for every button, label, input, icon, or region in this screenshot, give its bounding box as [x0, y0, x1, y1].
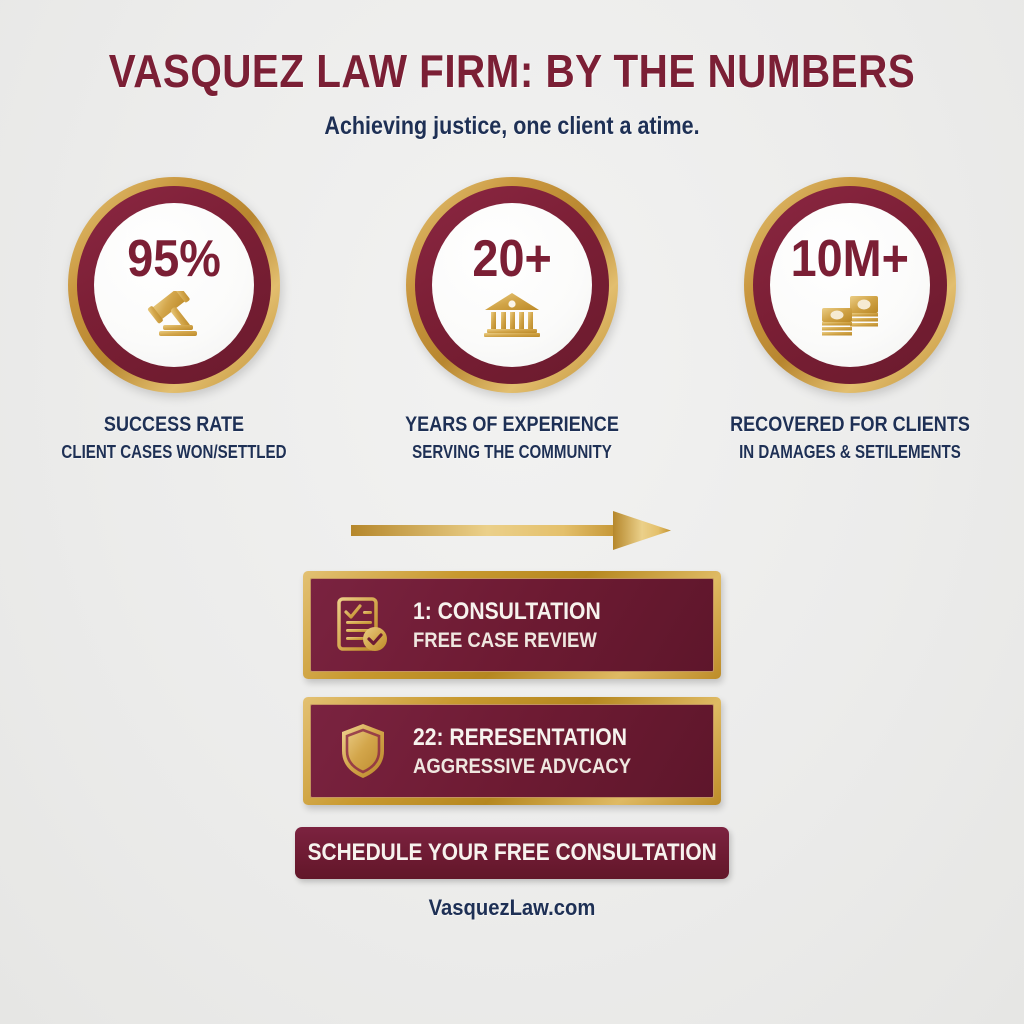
- stat-ring-recovered: 10M+: [744, 177, 956, 393]
- shield-icon: [335, 721, 391, 781]
- ring-face: 10M+: [770, 203, 930, 367]
- stat-card-success-rate: 95%: [34, 177, 314, 463]
- process-step-title: 1: CONSULTATION: [413, 597, 601, 625]
- website-footer[interactable]: VasquezLaw.com: [428, 895, 596, 920]
- right-arrow-icon: [351, 511, 671, 550]
- process-step-representation[interactable]: 22: RERESENTATION AGGRESSIVE ADVCACY: [303, 697, 721, 805]
- gavel-icon: [143, 291, 205, 337]
- checklist-check-icon: [335, 596, 391, 654]
- stat-card-years-experience: 20+: [372, 177, 652, 463]
- process-step-consultation[interactable]: 1: CONSULTATION FREE CASE REVIEW: [303, 571, 721, 679]
- page-title: VASQUEZ LAW FIRM: BY THE NUMBERS: [108, 45, 916, 97]
- stat-label: YEARS OF EXPERIENCE: [405, 413, 619, 436]
- stat-sublabel: IN DAMAGES & SETILEMENTS: [739, 442, 961, 462]
- process-steps: 1: CONSULTATION FREE CASE REVIEW: [0, 571, 1024, 805]
- stat-ring-years-experience: 20+: [406, 177, 618, 393]
- ring-outer-gold: 95%: [68, 177, 280, 393]
- process-step-inner: 1: CONSULTATION FREE CASE REVIEW: [310, 578, 714, 672]
- process-step-text: 1: CONSULTATION FREE CASE REVIEW: [413, 598, 626, 653]
- process-step-inner: 22: RERESENTATION AGGRESSIVE ADVCACY: [310, 704, 714, 798]
- ring-outer-gold: 10M+: [744, 177, 956, 393]
- stats-row: 95%: [0, 177, 1024, 463]
- stat-label: SUCCESS RATE: [103, 413, 245, 436]
- infographic-header: VASQUEZ LAW FIRM: BY THE NUMBERS Achievi…: [0, 0, 1024, 141]
- cta-label: SCHEDULE YOUR FREE CONSULTATION: [307, 839, 717, 866]
- money-stack-icon: [818, 291, 882, 337]
- stat-number: 20+: [472, 230, 552, 288]
- ring-inner-maroon: 10M+: [753, 186, 947, 384]
- ring-inner-maroon: 20+: [415, 186, 609, 384]
- stat-sublabel: CLIENT CASES WON/SETTLED: [61, 442, 287, 462]
- stat-sublabel: SERVING THE COMMUNITY: [412, 442, 612, 462]
- process-step-text: 22: RERESENTATION AGGRESSIVE ADVCACY: [413, 724, 661, 779]
- page-subtitle: Achieving justice, one client a atime.: [324, 112, 700, 140]
- schedule-consultation-button[interactable]: SCHEDULE YOUR FREE CONSULTATION: [295, 827, 729, 879]
- process-arrow-row: [0, 509, 1024, 553]
- ring-inner-maroon: 95%: [77, 186, 271, 384]
- ring-face: 95%: [94, 203, 254, 367]
- courthouse-icon: [483, 291, 541, 337]
- process-step-subtitle: FREE CASE REVIEW: [413, 628, 597, 652]
- process-step-subtitle: AGGRESSIVE ADVCACY: [413, 754, 632, 778]
- stat-card-recovered: 10M+: [710, 177, 990, 463]
- ring-face: 20+: [432, 203, 592, 367]
- process-step-title: 22: RERESENTATION: [413, 723, 627, 751]
- stat-number: 95%: [127, 230, 221, 288]
- stat-label: RECOVERED FOR CLIENTS: [730, 413, 970, 436]
- stat-ring-success-rate: 95%: [68, 177, 280, 393]
- ring-outer-gold: 20+: [406, 177, 618, 393]
- stat-number: 10M+: [790, 230, 910, 288]
